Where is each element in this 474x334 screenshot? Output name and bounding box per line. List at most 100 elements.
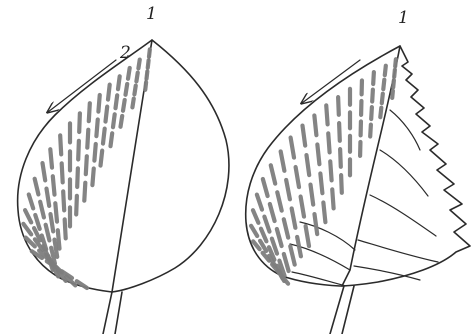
brush-stroke — [86, 156, 87, 174]
brush-stroke — [54, 240, 57, 257]
brush-stroke — [261, 229, 266, 242]
left-leaf-stem — [103, 292, 122, 334]
brush-stroke — [297, 237, 301, 256]
brush-stroke — [87, 130, 88, 148]
right-leaf-outline — [246, 46, 470, 286]
brush-stroke — [29, 194, 33, 208]
brush-stroke — [101, 151, 103, 166]
brush-stroke — [277, 229, 282, 246]
brush-stroke — [251, 226, 257, 236]
brush-stroke — [116, 95, 118, 108]
brush-stroke — [63, 191, 64, 210]
brush-stroke — [306, 155, 309, 175]
brush-stroke — [126, 84, 128, 95]
brush-stroke — [284, 219, 288, 237]
brush-stroke — [338, 97, 339, 115]
brush-stroke — [326, 105, 327, 124]
brush-stroke — [382, 94, 383, 104]
brush-stroke — [323, 202, 325, 222]
brush-stroke — [94, 144, 95, 161]
brush-stroke — [373, 72, 374, 84]
brush-stroke — [128, 68, 130, 79]
left-direction-arrow — [48, 60, 116, 112]
brush-stroke — [286, 180, 290, 199]
brush-stroke — [330, 161, 331, 180]
brush-stroke — [40, 202, 44, 218]
brush-stroke — [123, 100, 125, 111]
brush-stroke — [108, 85, 110, 100]
brush-stroke — [78, 141, 79, 160]
brush-stroke — [270, 204, 275, 221]
brush-stroke — [46, 225, 50, 241]
brush-stroke — [77, 281, 87, 288]
brush-stroke — [84, 183, 85, 201]
brush-stroke — [341, 175, 342, 193]
brush-stroke — [393, 80, 394, 87]
brush-stroke — [65, 219, 66, 238]
brush-stroke — [271, 165, 275, 183]
brush-stroke — [147, 71, 148, 78]
brush-stroke — [76, 196, 77, 215]
brush-stroke — [60, 135, 61, 154]
brush-stroke — [25, 210, 31, 222]
brush-stroke — [118, 76, 120, 89]
brush-stroke — [394, 70, 395, 77]
brush-stroke — [385, 66, 386, 76]
brush-stroke — [92, 168, 93, 185]
brush-stroke — [253, 241, 259, 249]
brush-stroke — [96, 119, 97, 136]
brush-stroke — [77, 168, 78, 187]
brush-stroke — [281, 151, 285, 170]
brush-stroke — [328, 133, 329, 152]
brush-stroke — [106, 107, 108, 122]
brush-stroke — [113, 114, 115, 127]
brush-stroke — [50, 149, 52, 167]
brush-stroke — [121, 116, 123, 127]
brush-stroke — [55, 203, 57, 221]
brush-stroke — [111, 133, 113, 146]
brush-stroke — [35, 215, 39, 229]
brush-stroke — [145, 82, 146, 89]
brush-stroke — [284, 254, 289, 271]
brush-stroke — [257, 195, 262, 210]
right-leaf-stem — [330, 286, 354, 334]
brush-stroke — [277, 192, 281, 210]
brush-stroke — [50, 214, 53, 231]
right-leaf-tip-label: 1 — [398, 10, 409, 27]
brush-stroke — [264, 217, 269, 232]
brush-stroke — [103, 129, 105, 144]
brush-stroke — [62, 163, 63, 182]
brush-stroke — [383, 80, 384, 90]
brush-stroke — [332, 189, 333, 208]
brush-stroke — [138, 60, 139, 69]
brush-stroke — [372, 90, 373, 102]
brush-stroke — [263, 179, 268, 196]
brush-stroke — [371, 107, 372, 119]
brush-stroke — [302, 126, 305, 146]
brush-stroke — [314, 214, 317, 234]
brush-stroke — [291, 138, 294, 158]
brush-stroke — [149, 49, 150, 56]
brush-stroke — [380, 108, 381, 118]
brush-stroke — [310, 185, 313, 205]
right-leaf — [246, 46, 470, 334]
brush-stroke — [89, 103, 90, 121]
brush-stroke — [296, 167, 299, 187]
brush-stroke — [339, 123, 340, 141]
left-leaf — [18, 40, 229, 334]
brush-stroke — [320, 173, 322, 193]
brush-stroke — [53, 176, 55, 194]
brush-stroke — [292, 208, 296, 227]
brush-stroke — [132, 99, 133, 108]
brush-stroke — [148, 60, 149, 67]
brush-stroke — [370, 125, 371, 137]
brush-stroke — [23, 224, 31, 235]
brush-stroke — [317, 144, 319, 164]
brush-stroke — [301, 197, 304, 217]
brush-stroke — [392, 91, 393, 98]
brush-stroke — [42, 163, 45, 180]
brush-stroke — [58, 230, 60, 248]
brush-stroke — [290, 246, 294, 264]
